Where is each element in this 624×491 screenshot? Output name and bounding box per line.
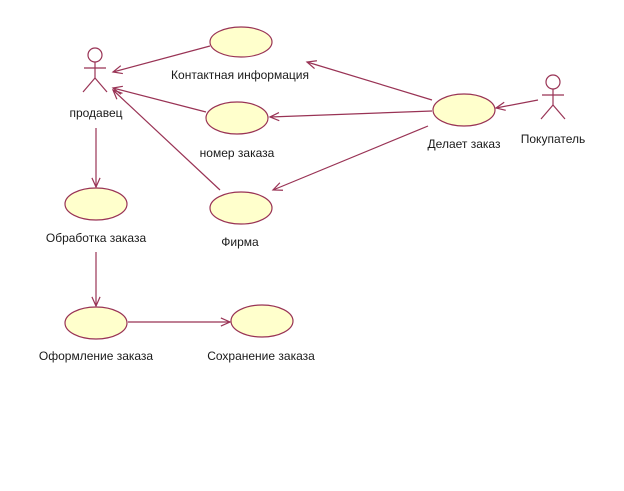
relation-line — [306, 61, 433, 101]
use-case-label: Делает заказ — [427, 137, 501, 151]
use-case-register[interactable] — [64, 306, 128, 340]
relation-order_no-to-seller — [111, 85, 207, 113]
use-case-label: Оформление заказа — [38, 349, 154, 363]
relation-process-to-register — [91, 252, 101, 308]
actor-label: Покупатель — [520, 132, 586, 146]
relation-place_order-to-firm — [271, 125, 429, 191]
relation-place_order-to-contact — [305, 60, 433, 101]
arrowhead-icon — [111, 88, 123, 100]
use-case-order-no[interactable] — [205, 101, 269, 135]
relation-line — [112, 87, 207, 113]
relation-firm-to-seller — [111, 88, 221, 191]
actor-left-leg-icon — [540, 104, 554, 120]
arrowhead-icon — [91, 177, 101, 189]
relation-line — [269, 110, 433, 118]
use-case-firm[interactable] — [209, 191, 273, 225]
relation-line — [272, 125, 429, 191]
actor-right-leg-icon — [552, 104, 566, 120]
use-case-save[interactable] — [230, 304, 294, 338]
actor-head-icon — [87, 47, 103, 63]
use-case-place-order[interactable] — [432, 93, 496, 127]
relation-line — [112, 89, 221, 191]
relation-register-to-save — [128, 317, 232, 327]
use-case-label: Фирма — [221, 235, 259, 249]
use-case-label: номер заказа — [199, 146, 275, 160]
arrowhead-icon — [271, 182, 284, 191]
relation-line — [495, 99, 539, 109]
actor-left-leg-icon — [82, 77, 96, 93]
arrowhead-icon — [220, 317, 232, 327]
arrowhead-icon — [305, 60, 317, 70]
arrowhead-icon — [111, 65, 123, 75]
use-case-process[interactable] — [64, 187, 128, 221]
actor-head-icon — [545, 74, 561, 90]
relation-contact-to-seller — [111, 45, 211, 75]
use-case-label: Сохранение заказа — [207, 349, 315, 363]
relation-seller-to-process — [91, 128, 101, 189]
relation-buyer-to-place_order — [494, 99, 539, 111]
actor-seller[interactable] — [82, 47, 108, 93]
relation-place_order-to-order_no — [268, 110, 433, 122]
arrowhead-icon — [494, 101, 506, 111]
actor-buyer[interactable] — [540, 74, 566, 120]
arrowhead-icon — [91, 296, 101, 308]
relation-line — [112, 45, 211, 73]
use-case-label: Обработка заказа — [45, 231, 147, 245]
use-case-contact[interactable] — [209, 26, 273, 58]
arrowhead-icon — [268, 112, 280, 122]
actor-right-leg-icon — [94, 77, 108, 93]
actor-label: продавец — [69, 106, 123, 120]
use-case-label: Контактная информация — [171, 68, 309, 82]
